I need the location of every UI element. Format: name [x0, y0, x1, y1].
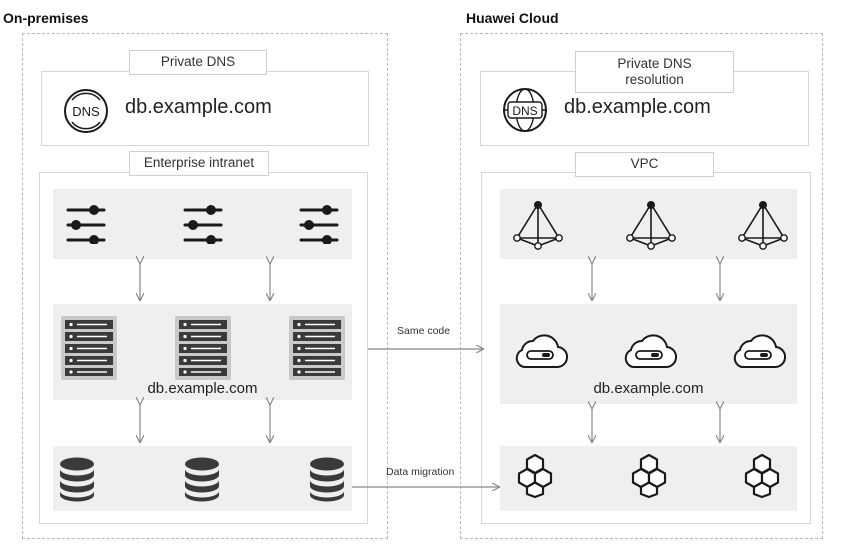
- database-icon: [184, 457, 220, 508]
- onprem-intranet-tag: Enterprise intranet: [129, 151, 269, 176]
- slider-icon: [183, 204, 223, 249]
- onprem-dns-tag: Private DNS: [129, 50, 267, 75]
- load-balancer-icon: [626, 200, 676, 255]
- onprem-dns-domain: db.example.com: [125, 96, 272, 118]
- hexagon-database-icon: [511, 453, 559, 504]
- load-balancer-icon: [513, 200, 563, 255]
- data-migration-label: Data migration: [386, 466, 455, 478]
- cloud-region: [460, 33, 823, 539]
- cloud-server-icon: [730, 330, 786, 375]
- onprem-server-label: db.example.com: [147, 380, 258, 397]
- cloud-title: Huawei Cloud: [466, 10, 559, 26]
- cloud-dns-tag: Private DNS resolution: [575, 51, 734, 93]
- cloud-dns-domain: db.example.com: [564, 96, 711, 118]
- cloud-dns-tag-line1: Private DNS: [617, 55, 692, 71]
- server-rack-icon: [61, 316, 117, 385]
- load-balancer-icon: [738, 200, 788, 255]
- server-rack-icon: [289, 316, 345, 385]
- hexagon-database-icon: [625, 453, 673, 504]
- onprem-dns-box: [41, 71, 369, 146]
- cloud-dns-tag-line2: resolution: [625, 72, 684, 87]
- database-icon: [59, 457, 95, 508]
- svg-text:DNS: DNS: [512, 104, 537, 118]
- slider-icon: [299, 204, 339, 249]
- svg-text:DNS: DNS: [72, 104, 100, 119]
- database-icon: [309, 457, 345, 508]
- hexagon-database-icon: [738, 453, 786, 504]
- onprem-title: On-premises: [3, 10, 89, 26]
- cloud-vpc-tag: VPC: [575, 152, 714, 177]
- cloud-server-icon: [512, 330, 568, 375]
- cloud-dns-icon: DNS: [501, 86, 549, 134]
- onprem-dns-icon: DNS: [62, 87, 110, 135]
- cloud-server-label: db.example.com: [593, 380, 704, 397]
- server-rack-icon: [175, 316, 231, 385]
- cloud-server-icon: [621, 330, 677, 375]
- slider-icon: [66, 204, 106, 249]
- same-code-label: Same code: [397, 325, 451, 337]
- onprem-region: [22, 33, 388, 539]
